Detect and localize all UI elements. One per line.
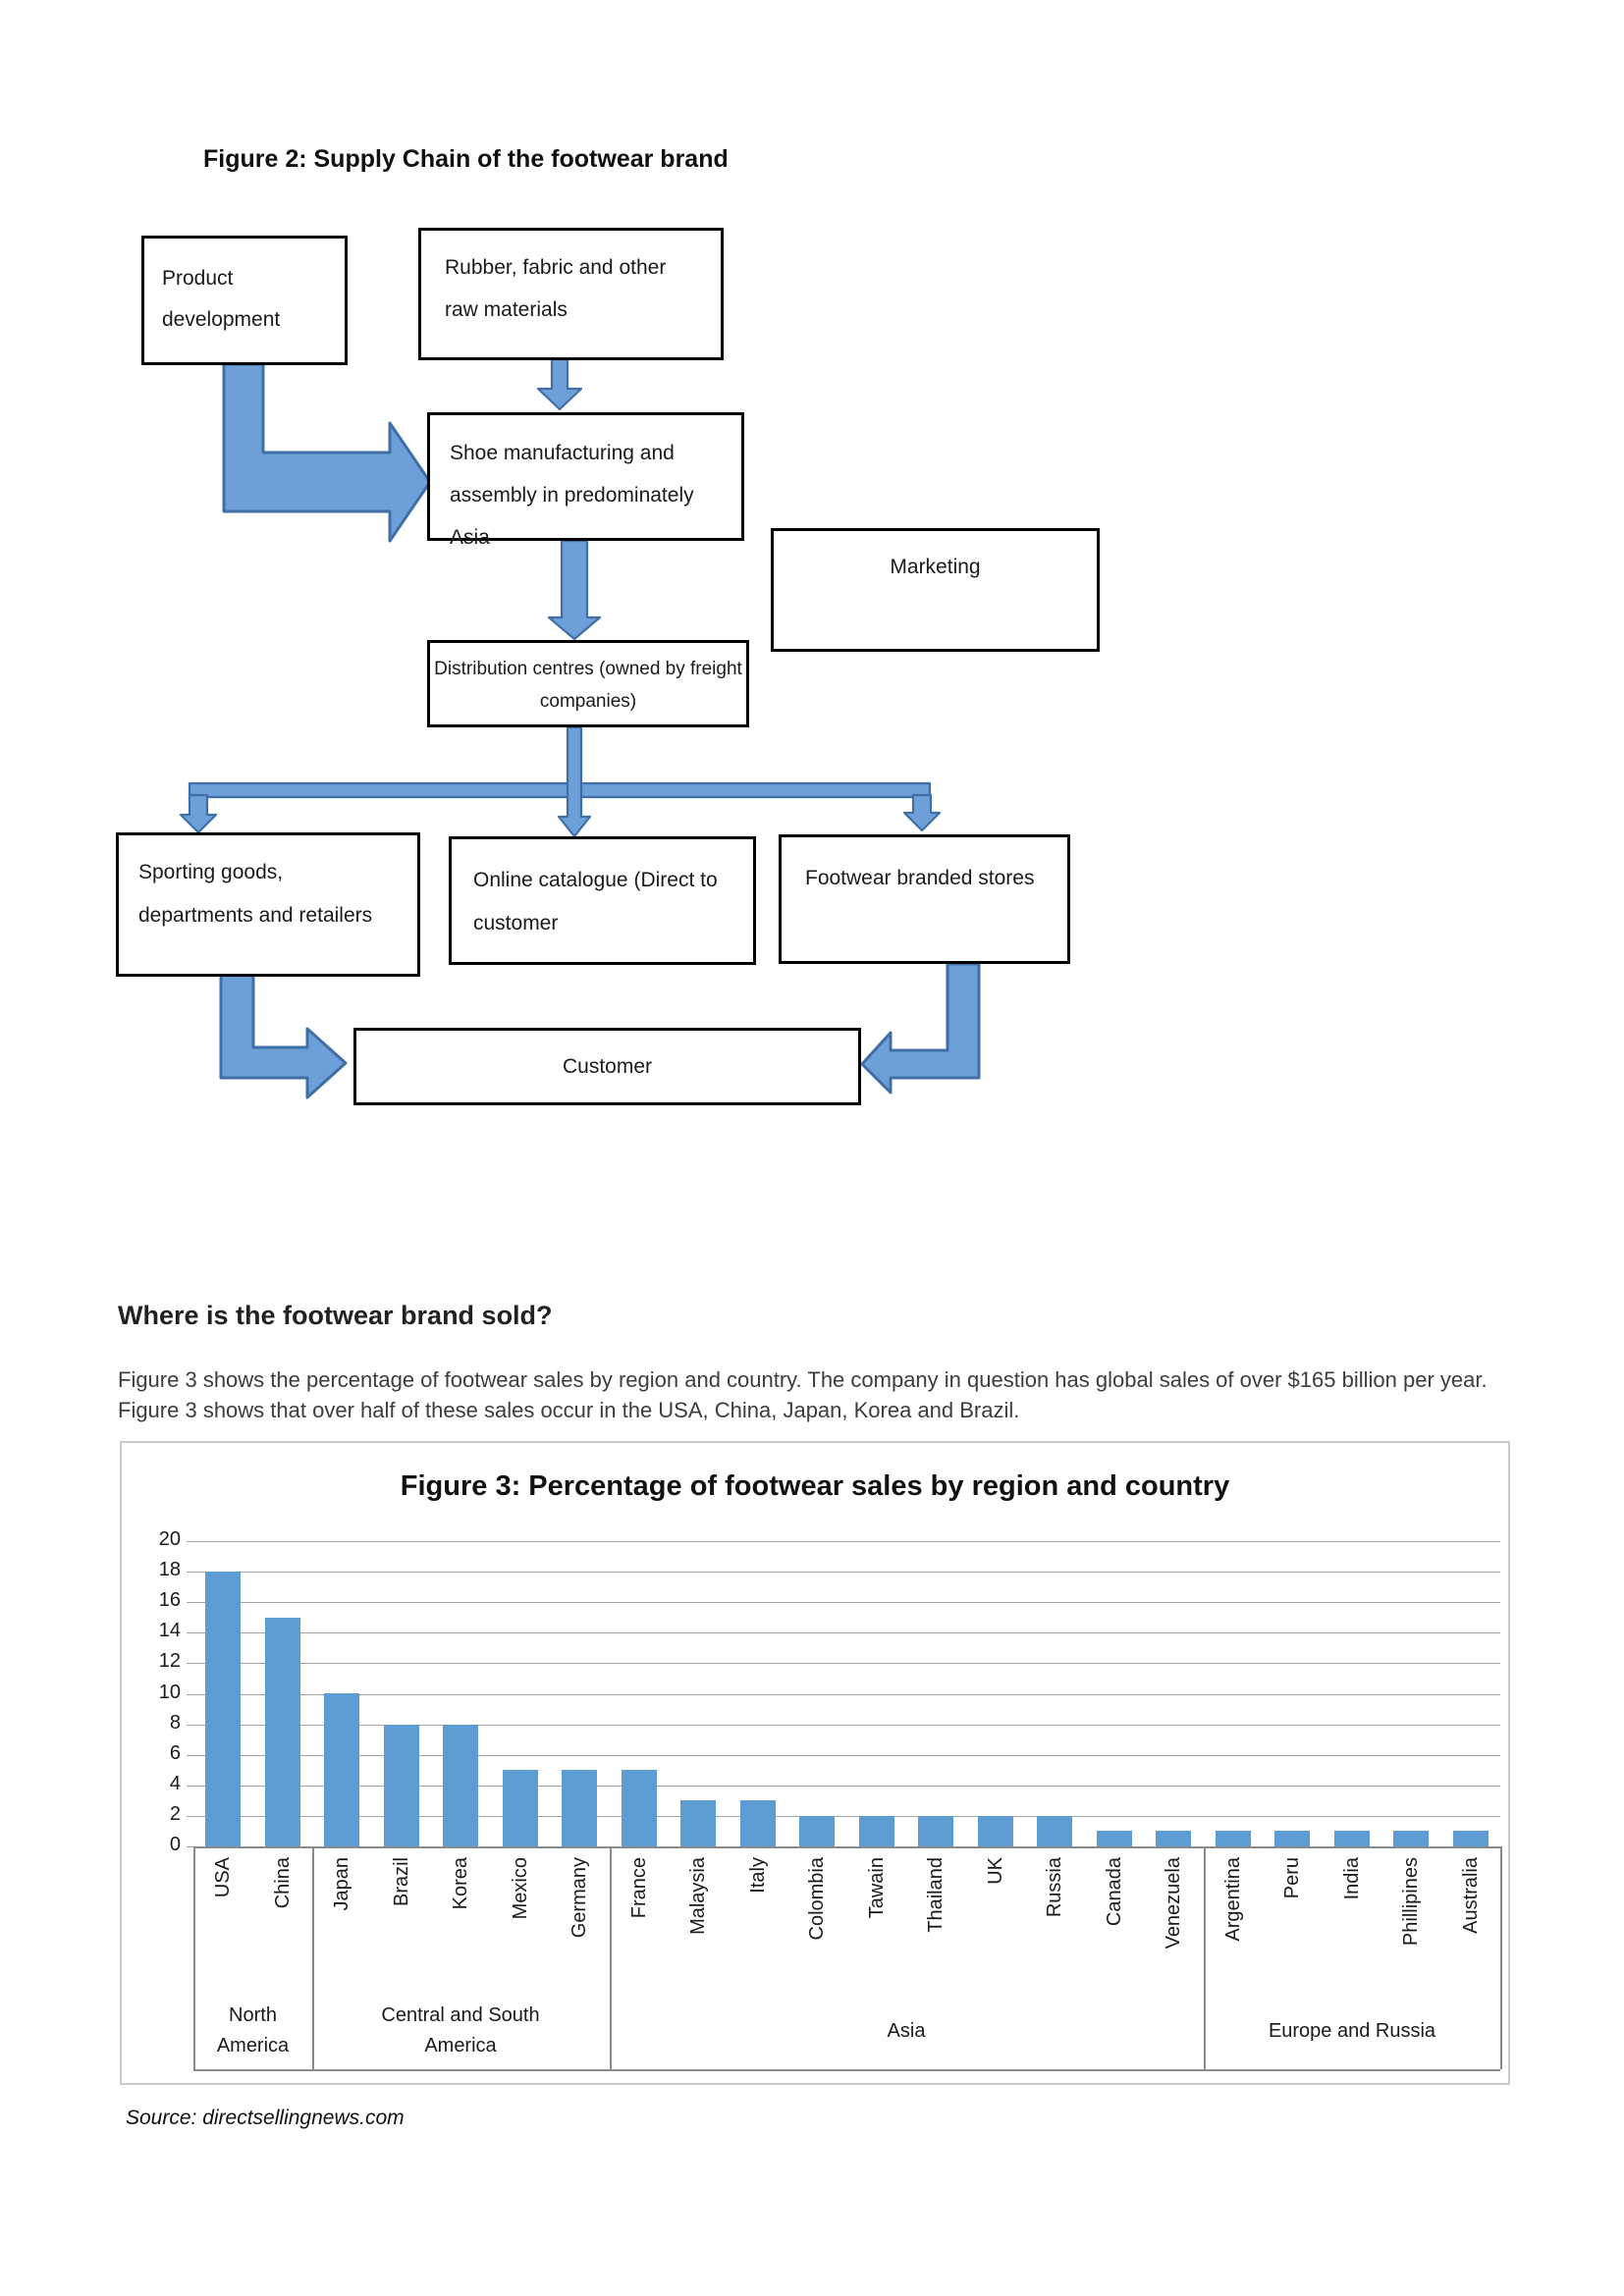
arrow-connector-to-footwear [902,793,942,832]
arrow-footwear-to-customer [860,962,981,1095]
arrow-distribution-to-online [557,725,592,838]
arrow-sporting-to-customer [219,972,348,1099]
arrow-shoe-to-distribution [547,539,602,641]
arrow-product-to-shoe [222,362,432,543]
node-raw-materials: Rubber, fabric and other raw materials [418,228,724,360]
node-footwear-stores: Footwear branded stores [779,834,1070,964]
section-paragraph: Figure 3 shows the percentage of footwea… [118,1367,1488,1422]
node-marketing: Marketing [771,528,1100,652]
node-customer: Customer [353,1028,861,1105]
source-note: Source: directsellingnews.com [126,2107,405,2129]
flowchart-arrows [179,357,981,1099]
figure3-chart-title: Figure 3: Percentage of footwear sales b… [400,1470,1230,1502]
connector-bar [188,781,932,799]
section-heading: Where is the footwear brand sold? [118,1301,553,1330]
figure3-chart: Figure 3: Percentage of footwear sales b… [120,1441,1510,2085]
arrow-rubber-to-shoe [536,357,583,411]
figure2-title: Figure 2: Supply Chain of the footwear b… [203,145,729,173]
node-product-development: Product development [141,236,348,365]
node-sporting-goods: Sporting goods, departments and retailer… [116,832,420,977]
node-distribution-centres: Distribution centres (owned by freight c… [427,640,749,727]
arrow-connector-to-sporting [179,793,218,834]
node-online-catalogue: Online catalogue (Direct to customer [449,836,756,965]
node-shoe-manufacturing: Shoe manufacturing and assembly in predo… [427,412,744,549]
